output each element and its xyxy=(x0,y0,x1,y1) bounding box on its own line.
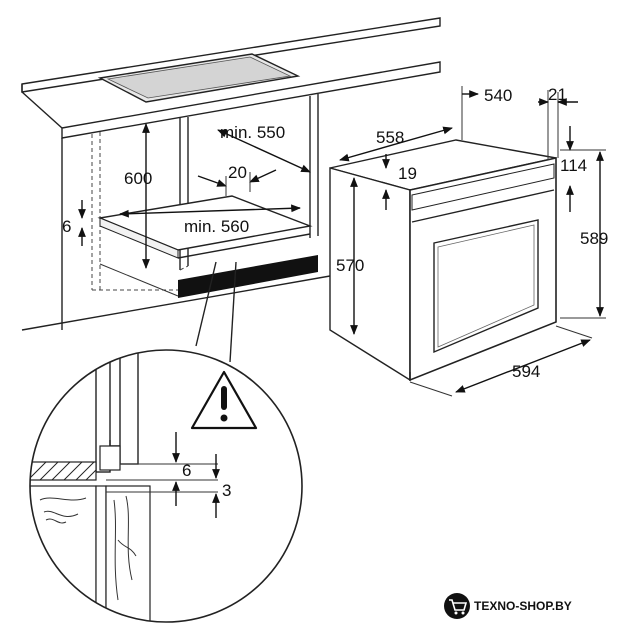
brand-logo: TEXNO-SHOP.BY xyxy=(444,593,572,619)
label-cabinet-min-width: min. 560 xyxy=(184,217,249,236)
callout-leader xyxy=(195,261,237,363)
label-oven-total-height: 589 xyxy=(580,229,608,248)
dimension-labels: 540 21 558 min. 550 600 19 114 20 570 58… xyxy=(62,85,608,381)
label-oven-body-height: 570 xyxy=(336,256,364,275)
label-oven-front-offset: 21 xyxy=(548,85,567,104)
label-shelf-thickness: 6 xyxy=(62,217,71,236)
hob xyxy=(97,53,301,103)
label-oven-body-depth: 558 xyxy=(376,128,404,147)
shopping-cart-icon xyxy=(444,593,470,619)
oven xyxy=(329,139,557,382)
label-oven-depth-top: 540 xyxy=(484,86,512,105)
detail-view: 6 3 xyxy=(29,349,303,623)
label-opening-height: 600 xyxy=(124,169,152,188)
dimension-lines xyxy=(78,86,606,397)
label-control-panel-height: 114 xyxy=(560,156,587,175)
label-detail-offset: 6 xyxy=(182,461,191,480)
label-detail-gap: 3 xyxy=(222,481,231,500)
label-cabinet-min-depth: min. 550 xyxy=(220,123,285,142)
brand-name: TEXNO-SHOP.BY xyxy=(474,599,572,613)
label-panel-gap: 19 xyxy=(398,164,417,183)
label-cabinet-recess: 20 xyxy=(228,163,247,182)
warning-icon xyxy=(190,370,258,430)
label-oven-width: 594 xyxy=(512,362,540,381)
